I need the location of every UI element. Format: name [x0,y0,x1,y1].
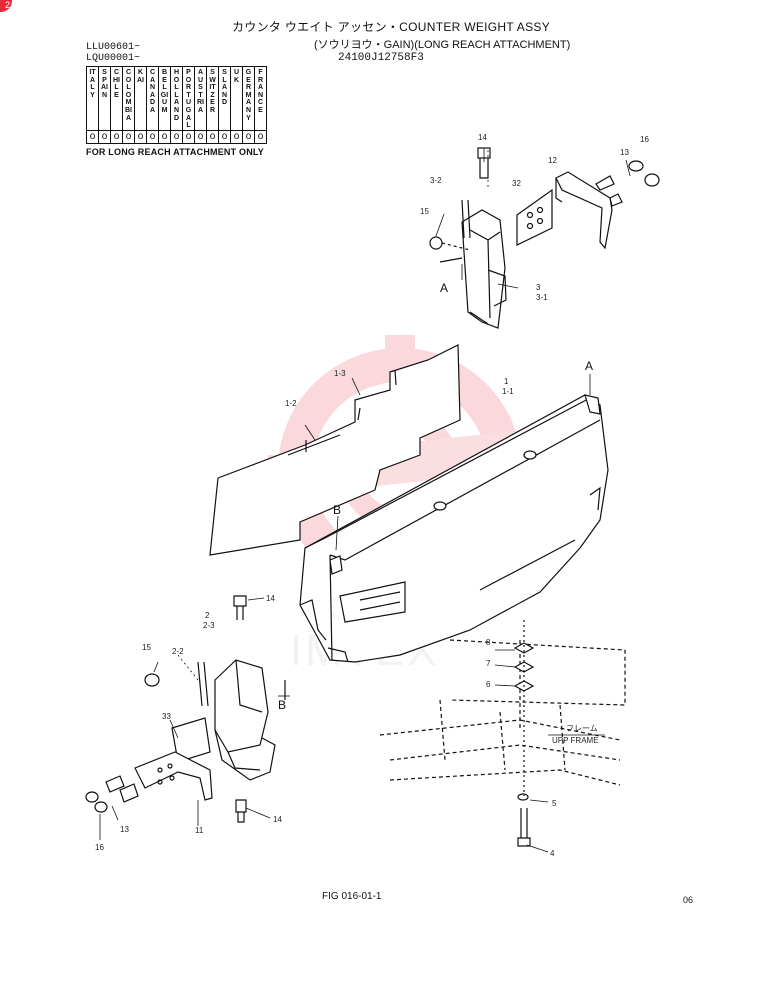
callout-14-mid: 14 [266,594,275,603]
callout-33: 33 [162,712,171,721]
callout-14-lower: 14 [273,815,282,824]
callout-B-counterweight: B [333,503,341,517]
country-name: HOLLAND [173,69,180,122]
callout-2-2: 2-2 [172,647,184,656]
callout-16-top: 16 [640,135,649,144]
country-mark: o [254,129,267,144]
callout-2: 2 [205,611,210,620]
country-applicability-table: ITALY SPAIN CHILE COLOMBIA KAI CANADA BELGIUM H… [86,66,267,144]
callout-2-3: 2-3 [203,621,215,630]
country-name: CHILE [113,69,120,99]
callout-4: 4 [550,849,555,858]
part-number: 24100J12758F3 [338,52,424,64]
callout-32: 32 [512,179,521,188]
counterweight-plates [209,344,461,556]
callout-14-top: 14 [478,133,487,142]
callout-5: 5 [552,799,557,808]
callout-1-3: 1-3 [334,369,346,378]
serial-range-2: LQU00001~ [86,53,141,64]
callout-B-side: B [278,698,286,712]
country-name: CANADA [149,69,156,114]
country-cell: GERMANY [242,66,255,131]
country-name: KAI [137,69,144,84]
leader-lines [99,148,631,853]
callout-3-2: 3-2 [430,176,442,185]
callout-A-counterweight: A [585,359,593,373]
country-cell: FRANCE [254,66,267,131]
callout-3: 3 [536,283,541,292]
country-name: UK [233,69,240,84]
frame-label-jp: フレーム [566,724,598,733]
callout-8: 8 [486,638,491,647]
country-name-row: ITALY SPAIN CHILE COLOMBIA KAI CANADA BELGIUM H… [86,66,267,131]
country-cell: UK [230,66,243,131]
callout-labels: 14 16 13 12 32 3-2 15 3 3-1 A A 1 1-1 1-… [95,133,649,858]
page-subtitle: (ソウリヨウ・GAIN)(LONG REACH ATTACHMENT) [314,39,571,51]
spacer-stack [513,620,535,847]
callout-1-1: 1-1 [502,387,514,396]
figure-number: FIG 016-01-1 [322,891,382,902]
upper-frame [379,639,626,786]
page-title: カウンタ ウエイト アッセン・COUNTER WEIGHT ASSY [232,20,550,34]
callout-11: 11 [195,826,204,835]
callout-13-top: 13 [620,148,629,157]
country-name: BELGIUM [160,69,169,114]
callout-12: 12 [548,156,557,165]
country-name: SPAIN [101,69,108,99]
callout-15-top: 15 [420,207,429,216]
country-mark: o [158,129,171,144]
country-cell: BELGIUM [158,66,171,131]
page-badge: 2 [0,0,12,12]
diagram-linework [85,147,660,853]
country-name: ITALY [89,69,96,99]
country-name: GERMANY [245,69,252,122]
frame-label: UPP FRAME [552,736,599,745]
callout-15-lower: 15 [142,643,151,652]
callout-16-lower: 16 [95,843,104,852]
page-number: 06 [683,895,694,905]
callout-1-2: 1-2 [285,399,297,408]
country-name: SWITZER [209,69,216,114]
applicability-note: FOR LONG REACH ATTACHMENT ONLY [86,147,264,157]
country-name: FRANCE [257,69,264,114]
lower-bracket-assembly [85,595,286,823]
country-cell: ITALY [86,66,99,131]
callout-13-lower: 13 [120,825,129,834]
serial-range-1: LLU00601~ [86,42,141,53]
callout-6: 6 [486,680,491,689]
callout-A-top: A [440,281,448,295]
country-name: COLOMBIA [125,69,132,122]
counterweight-body [299,394,609,663]
top-bracket-assembly [429,147,660,329]
callout-3-1: 3-1 [536,293,548,302]
callout-7: 7 [486,659,491,668]
callout-1: 1 [504,377,509,386]
country-mark: o [218,129,231,144]
country-name: PORTUGAL [185,69,192,130]
country-name: SLAND [221,69,228,107]
country-name: AUSTRIA [197,69,204,114]
